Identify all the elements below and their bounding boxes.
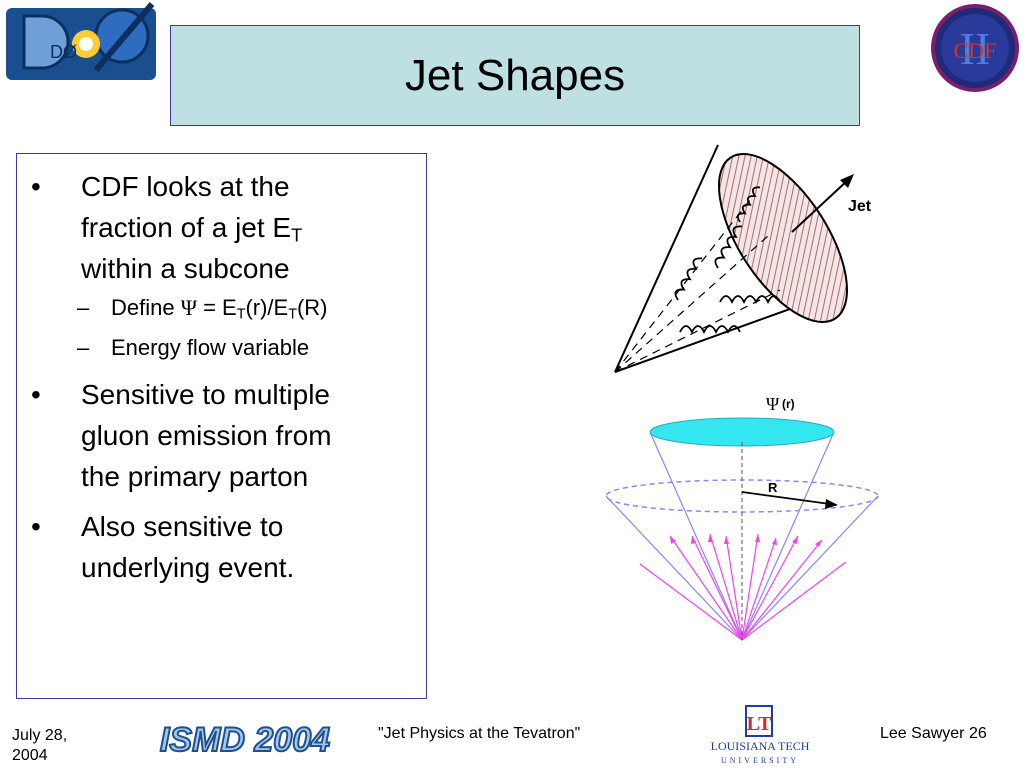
- particle-tracks: [639, 533, 847, 641]
- sub-bullet-energy-flow: –Energy flow variable: [77, 335, 310, 360]
- psi-label-arg: (r): [782, 397, 795, 411]
- louisiana-tech-mark: LT: [747, 713, 773, 735]
- psi-label: Ψ: [766, 394, 780, 414]
- bullet-1-line-1: CDF looks at the: [81, 171, 290, 202]
- bullet-2-line-3: the primary parton: [81, 461, 309, 492]
- jet-cone-diagram: Jet: [600, 140, 890, 380]
- cdf-logo-numeral: II: [960, 23, 991, 74]
- louisiana-tech-name: LOUISIANA TECH: [711, 739, 810, 753]
- bullet-glyph: •: [31, 171, 41, 202]
- r-label: R: [768, 480, 778, 495]
- dash-glyph: –: [77, 295, 90, 320]
- footer-author-page: Lee Sawyer 26: [880, 725, 987, 742]
- subcone-diagram: R Ψ (r): [600, 386, 884, 642]
- bullet-2-line-2: gluon emission from: [81, 420, 332, 451]
- text-panel: • CDF looks at the fraction of a jet ET …: [16, 153, 427, 699]
- louisiana-tech-logo: LT LOUISIANA TECH UNIVERSITY: [700, 704, 820, 766]
- dash-glyph: –: [77, 335, 90, 360]
- bullet-1-line-3: within a subcone: [81, 253, 290, 284]
- title-box: Jet Shapes: [170, 25, 860, 126]
- ismd-logo-text: ISMD 2004: [160, 721, 330, 759]
- louisiana-tech-sub: UNIVERSITY: [721, 756, 799, 765]
- d0-logo: DØ: [4, 2, 160, 84]
- bullet-glyph: •: [31, 379, 41, 410]
- footer-date-line-1: July 28,: [12, 727, 68, 744]
- jet-label: Jet: [848, 198, 872, 215]
- bullet-3-line-1: Also sensitive to: [81, 511, 284, 542]
- ismd-logo: ISMD 2004: [154, 718, 336, 760]
- footer-date-line-2: 2004: [12, 747, 48, 764]
- bullet-1-line-2: fraction of a jet ET: [81, 212, 303, 246]
- bullet-glyph: •: [31, 511, 41, 542]
- bullet-2-line-1: Sensitive to multiple: [81, 379, 331, 410]
- cdf-logo: II CDF: [930, 2, 1024, 96]
- footer-talk-title: "Jet Physics at the Tevatron": [378, 725, 581, 742]
- slide-title: Jet Shapes: [404, 50, 626, 100]
- sub-bullet-define: –Define Ψ = ET(r)/ET(R): [77, 295, 328, 323]
- footer-date: July 28, 2004: [12, 726, 67, 766]
- d0-logo-text: DØ: [50, 42, 77, 62]
- subcone-top: [649, 417, 835, 447]
- cdf-logo-text: CDF: [954, 38, 997, 63]
- bullet-3-line-2: underlying event.: [81, 552, 295, 583]
